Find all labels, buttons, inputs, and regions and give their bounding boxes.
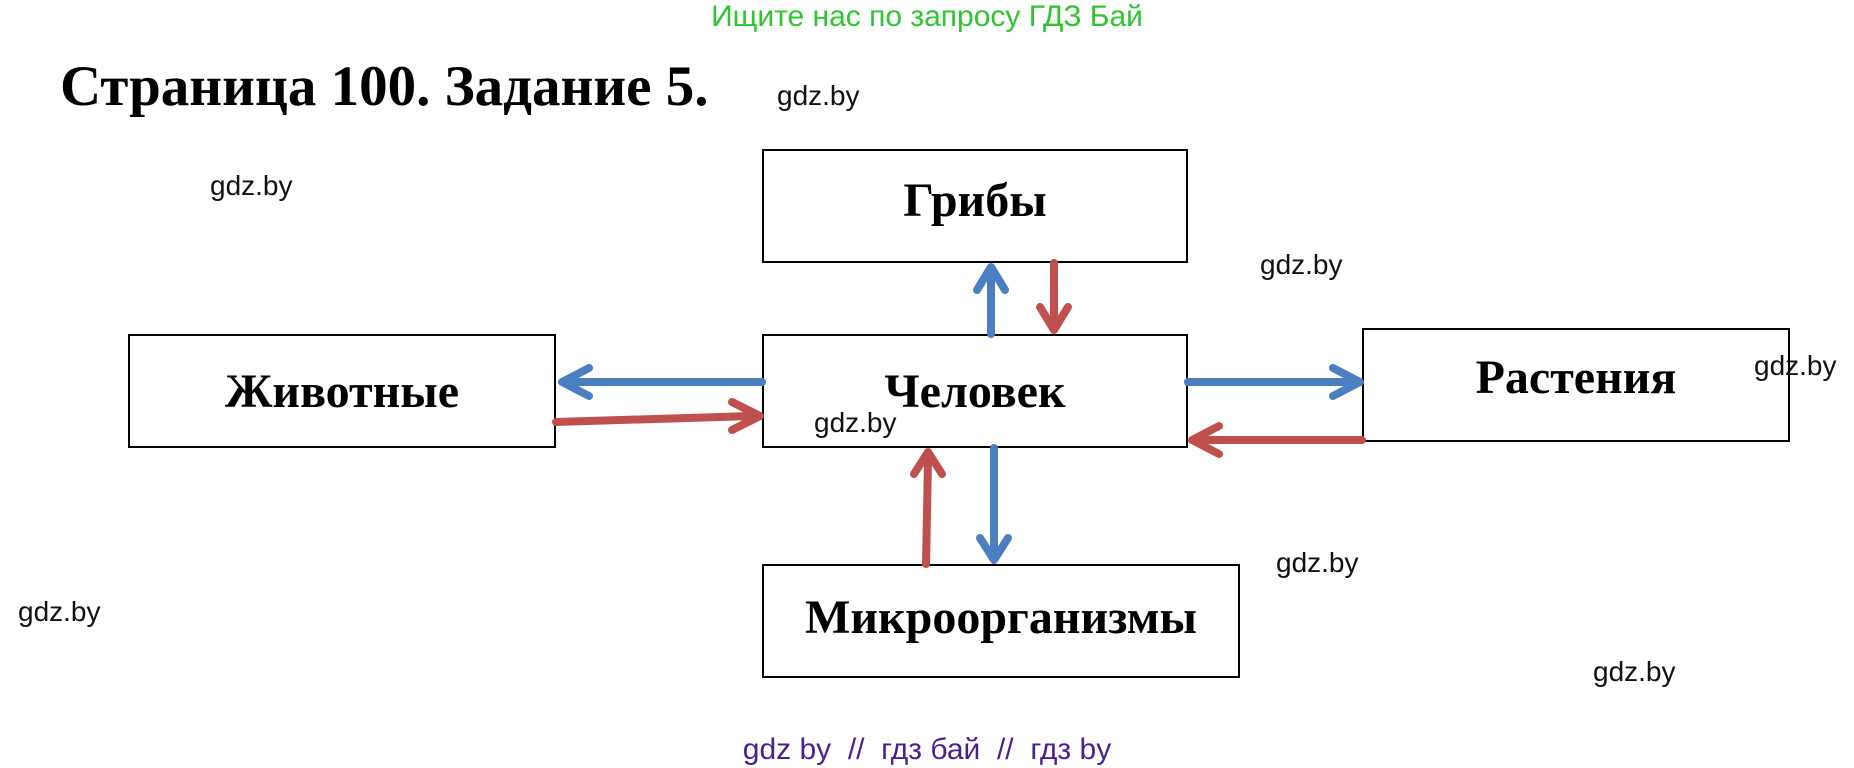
node-plants: Растения xyxy=(1362,328,1790,442)
watermark: gdz.by xyxy=(1260,249,1343,280)
arrow-plants-to-human xyxy=(1188,422,1366,458)
watermark: gdz.by xyxy=(18,596,101,627)
page-title: Страница 100. Задание 5. xyxy=(60,55,709,118)
node-animals-label: Животные xyxy=(224,364,460,418)
node-microorganisms: Микроорганизмы xyxy=(762,564,1240,678)
arrow-fungi-to-human xyxy=(1036,259,1072,334)
arrow-human-to-plants xyxy=(1184,364,1364,400)
node-human: Человек xyxy=(762,334,1188,448)
watermark: gdz.by xyxy=(1276,547,1359,578)
watermark: gdz.by xyxy=(777,80,860,111)
node-plants-label: Растения xyxy=(1475,350,1677,404)
node-fungi: Грибы xyxy=(762,149,1188,263)
node-human-label: Человек xyxy=(884,364,1066,418)
arrow-human-to-fungi xyxy=(973,263,1009,338)
arrow-human-to-microorganisms xyxy=(976,444,1012,564)
arrow-human-to-animals xyxy=(558,364,766,400)
node-animals: Животные xyxy=(128,334,556,448)
footer-links: gdz by // гдз бай // гдз by xyxy=(742,733,1112,766)
node-fungi-label: Грибы xyxy=(903,173,1047,227)
watermark: gdz.by xyxy=(210,170,293,201)
node-microorganisms-label: Микроорганизмы xyxy=(805,590,1197,644)
arrow-animals-to-human xyxy=(552,398,764,434)
watermark: gdz.by xyxy=(1754,350,1837,381)
watermark: gdz.by xyxy=(1593,656,1676,687)
arrow-microorganisms-to-human xyxy=(910,448,946,568)
top-banner: Ищите нас по запросу ГДЗ Бай xyxy=(711,0,1143,33)
watermark: gdz.by xyxy=(814,407,897,438)
